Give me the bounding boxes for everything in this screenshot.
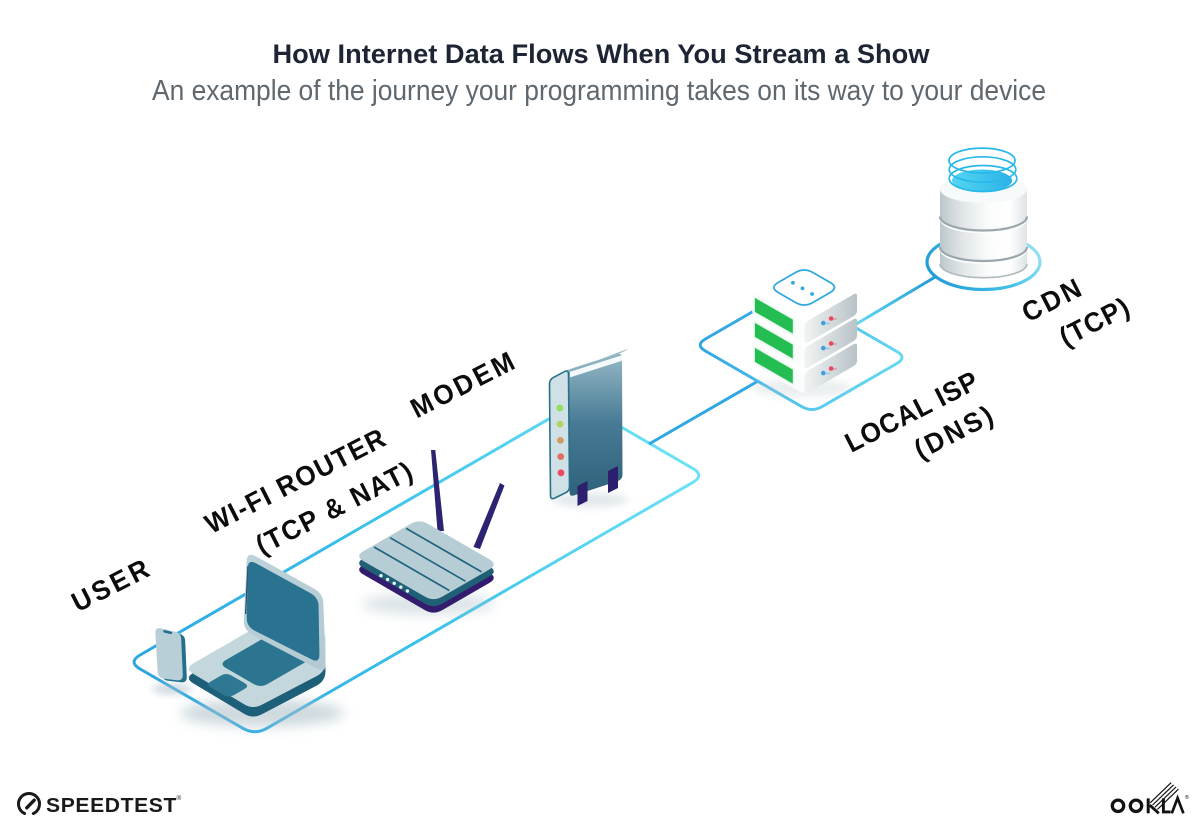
- svg-text:SPEEDTEST: SPEEDTEST: [46, 794, 177, 817]
- svg-text:USER: USER: [67, 552, 157, 618]
- svg-text:An example of the journey your: An example of the journey your programmi…: [152, 75, 1046, 107]
- svg-text:®: ®: [177, 794, 182, 802]
- svg-text:MODEM: MODEM: [405, 344, 522, 424]
- svg-text:®: ®: [1185, 794, 1189, 801]
- svg-text:How Internet Data Flows When Y: How Internet Data Flows When You Stream …: [273, 39, 931, 69]
